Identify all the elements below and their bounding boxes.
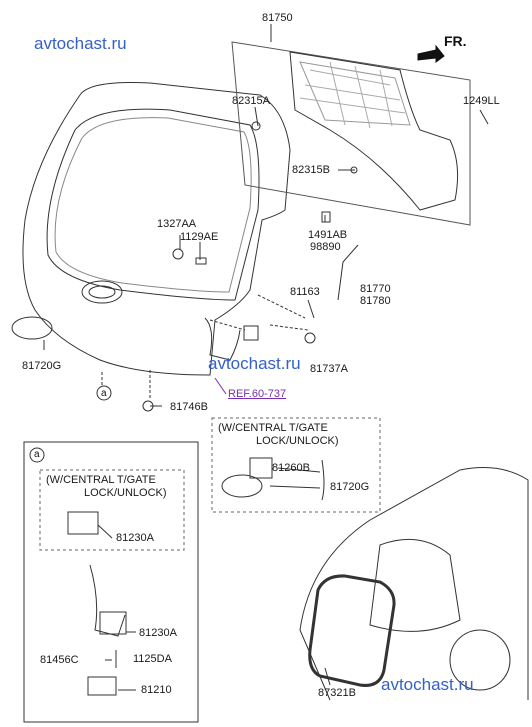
tailgate-outer xyxy=(22,82,291,376)
part-1491AB: 1491AB xyxy=(308,229,348,241)
note-central-lock-left-line2: LOCK/UNLOCK) xyxy=(84,487,167,499)
bolt-icon xyxy=(195,257,207,265)
grommet-icon xyxy=(172,248,184,260)
central-lock-box-left xyxy=(39,469,185,551)
tailgate-window xyxy=(46,108,260,301)
part-81230A: 81230A xyxy=(139,627,177,639)
note-central-lock-left-line1: (W/CENTRAL T/GATE xyxy=(46,474,156,486)
part-81230A-central: 81230A xyxy=(116,532,154,544)
part-81780: 81780 xyxy=(360,295,391,307)
note-central-lock-top-line1: (W/CENTRAL T/GATE xyxy=(218,422,328,434)
part-82315B: 82315B xyxy=(292,164,330,176)
part-81746B: 81746B xyxy=(170,401,208,413)
part-81210: 81210 xyxy=(141,684,172,696)
detail-box-label: a xyxy=(34,449,40,460)
watermark-top: avtochast.ru xyxy=(34,34,127,53)
part-1327AA: 1327AA xyxy=(157,218,197,230)
trim-panel-box xyxy=(231,41,471,226)
direction-label: FR. xyxy=(444,33,467,49)
weatherstrip xyxy=(308,574,396,687)
note-central-lock-top-line2: LOCK/UNLOCK) xyxy=(256,435,339,447)
part-81260B: 81260B xyxy=(272,462,310,474)
part-81737A: 81737A xyxy=(310,363,348,375)
part-1249LL: 1249LL xyxy=(463,95,500,107)
part-87321B: 87321B xyxy=(318,687,356,699)
clip-icon xyxy=(304,332,316,344)
reference-link[interactable]: REF.60-737 xyxy=(228,388,287,400)
central-lock-box xyxy=(211,417,381,513)
gate-emblem xyxy=(81,280,123,304)
detail-marker: a xyxy=(101,388,107,399)
part-81163: 81163 xyxy=(290,286,320,298)
part-81770: 81770 xyxy=(360,283,391,295)
car-rear xyxy=(299,467,529,701)
trim-panel xyxy=(289,51,459,211)
part-1125DA: 1125DA xyxy=(133,653,172,665)
detail-box-a xyxy=(23,441,199,723)
part-81750: 81750 xyxy=(262,12,293,24)
detail-box-marker xyxy=(29,447,45,463)
watermark-bottom: avtochast.ru xyxy=(381,675,474,694)
fr-arrow xyxy=(417,44,445,63)
part-1129AE: 1129AE xyxy=(180,231,219,243)
stopper-icon xyxy=(243,325,259,341)
part-81456C: 81456C xyxy=(40,654,79,666)
watermark-middle: avtochast.ru xyxy=(208,354,301,373)
part-81720G: 81720G xyxy=(22,360,62,372)
emblem-part xyxy=(11,316,53,340)
detail-marker-circle xyxy=(96,385,112,401)
part-98890: 98890 xyxy=(310,241,341,253)
part-81720G-lock: 81720G xyxy=(330,481,370,493)
part-82315A: 82315A xyxy=(232,95,270,107)
cap-icon xyxy=(142,400,154,412)
